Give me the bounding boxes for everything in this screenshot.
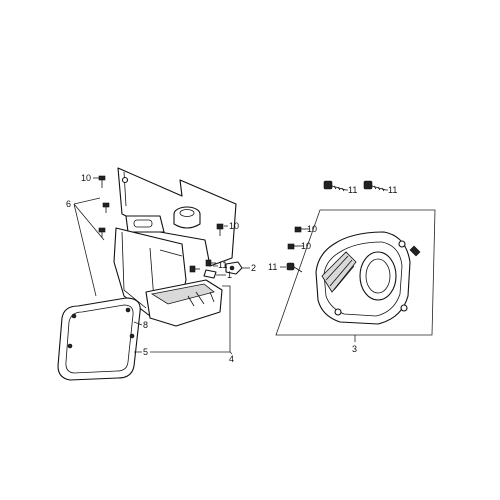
clip-part-1 — [203, 269, 217, 279]
fitting-part-2 — [225, 261, 243, 275]
callout-1: 1 — [227, 270, 232, 280]
callout-10-fan-a: 10 — [307, 224, 317, 234]
bolt-10a — [98, 175, 106, 188]
callout-11-top-b: 11 — [388, 185, 397, 195]
fan-cover-opening — [359, 251, 397, 301]
bolt-11-top-b — [363, 180, 387, 192]
callout-11-fan: 11 — [268, 262, 277, 272]
gasket-outer — [57, 297, 141, 381]
filler-cap — [173, 206, 201, 229]
shroud-bracket — [125, 215, 165, 233]
gasket-inner — [65, 304, 134, 374]
callout-11-shroud: 11 — [218, 260, 227, 270]
callout-10-fan-b: 10 — [301, 241, 311, 251]
callout-10-top-left: 10 — [81, 173, 91, 183]
screw-10-fan-b — [287, 243, 300, 250]
fan-cover-grille — [321, 251, 357, 293]
callout-10-shroud: 10 — [229, 221, 239, 231]
callout-2: 2 — [251, 263, 256, 273]
fan-cover — [315, 231, 421, 325]
bolt-11-mid2 — [189, 265, 200, 273]
leader-3-frame — [275, 209, 436, 336]
callout-4: 4 — [229, 354, 234, 364]
screw-left-lower — [98, 227, 106, 238]
screw-10b-left — [102, 202, 110, 213]
bolt-11-mid — [205, 259, 216, 267]
leader-6 — [73, 197, 105, 297]
bolt-11-top-a — [323, 180, 347, 192]
callout-6: 6 — [66, 199, 71, 209]
callout-11-top-a: 11 — [348, 185, 357, 195]
shroud-assembly — [113, 167, 237, 327]
screw-10-fan-a — [294, 226, 306, 233]
gasket — [57, 297, 141, 381]
callout-8: 8 — [143, 320, 148, 330]
leader-4 — [150, 285, 233, 355]
bolt-11-fan — [286, 262, 303, 273]
callout-3: 3 — [352, 344, 357, 354]
screw-10c — [216, 223, 224, 236]
callout-5: 5 — [143, 347, 148, 357]
